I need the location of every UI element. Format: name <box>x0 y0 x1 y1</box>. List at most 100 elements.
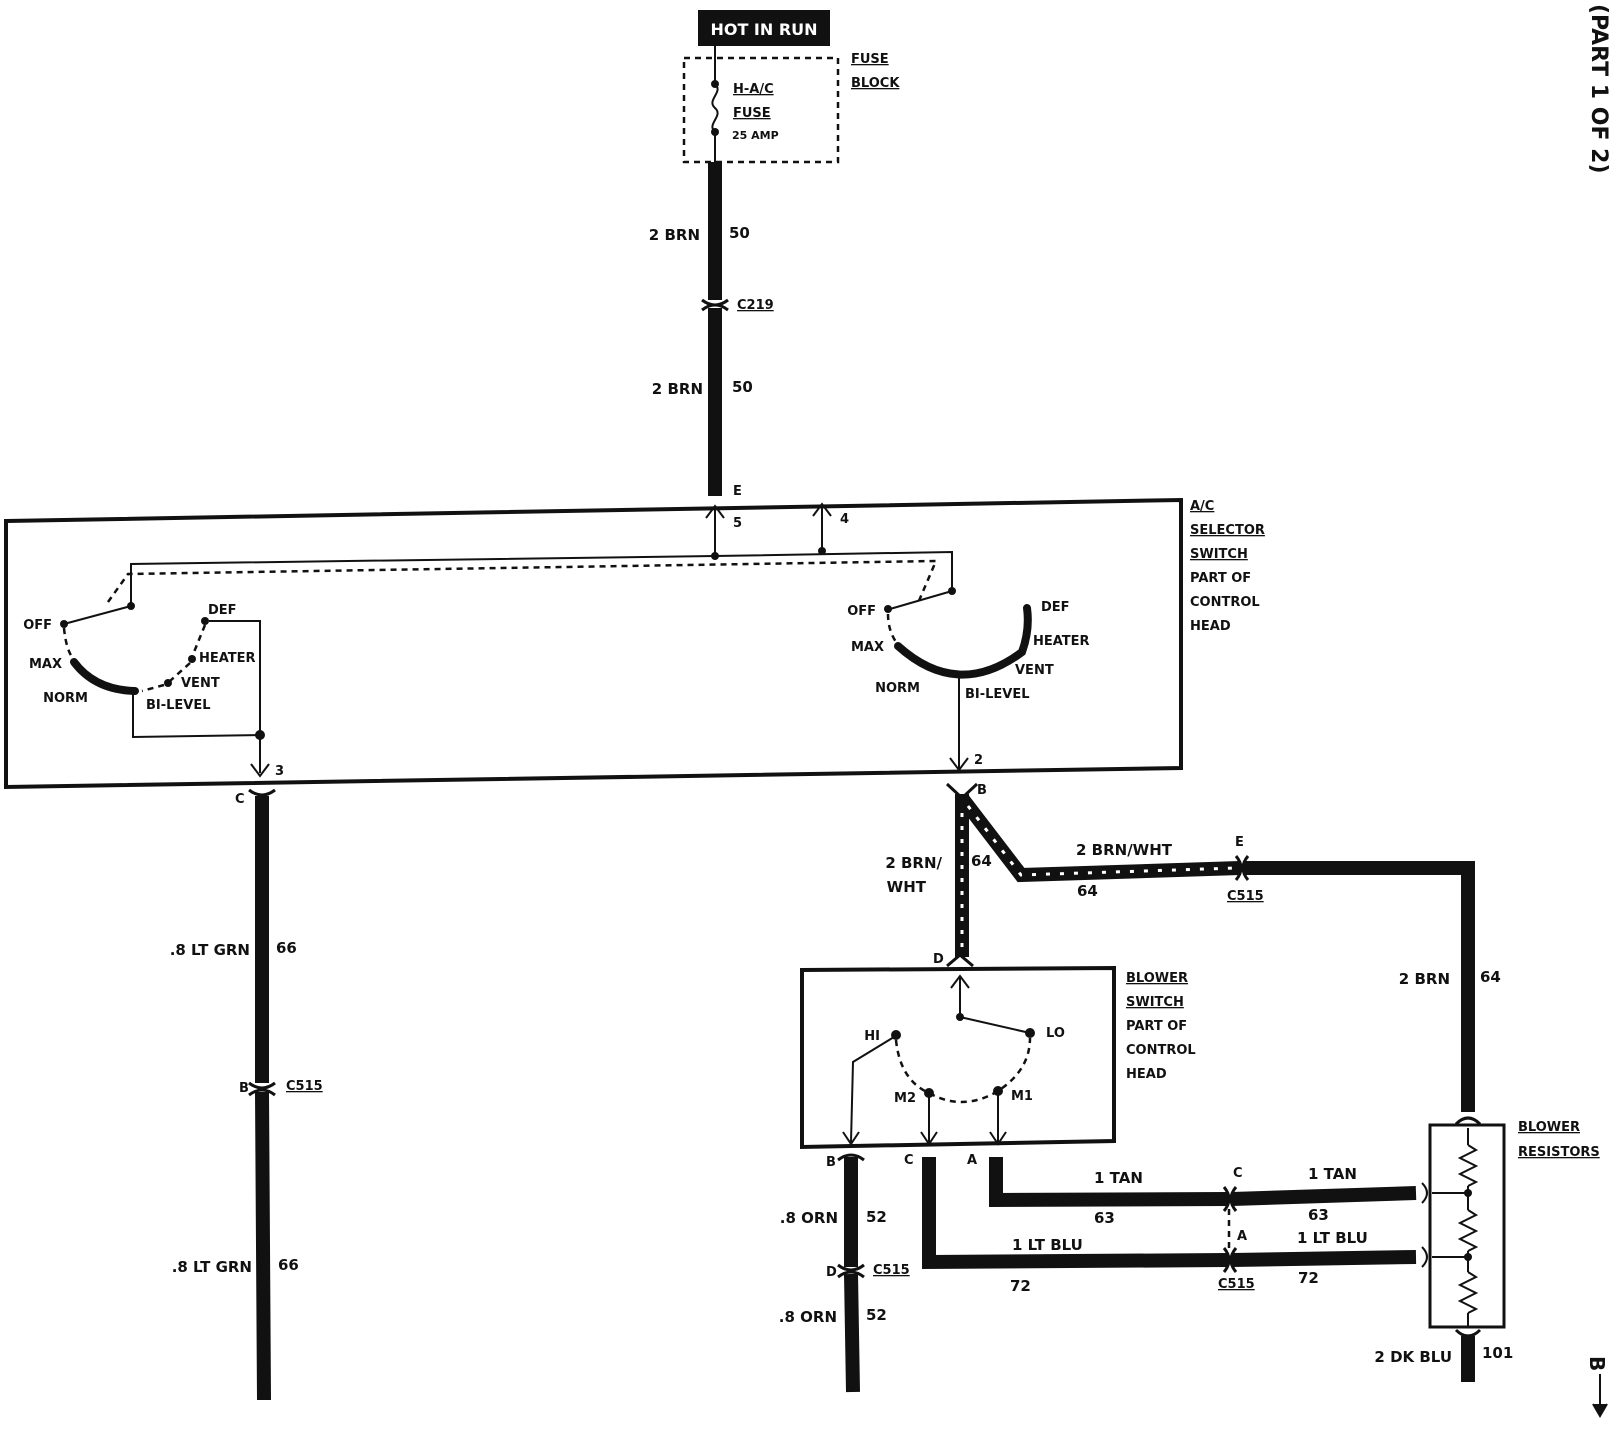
e-c515-terminal: E <box>1235 835 1244 850</box>
orn-top-connector <box>837 1153 865 1162</box>
blower-lo-label: LO <box>1046 1026 1065 1041</box>
internal-bus <box>130 550 953 605</box>
right-selector-arc <box>894 604 1032 679</box>
c219-connector-bottom <box>701 303 729 312</box>
left-heater-contact <box>188 655 196 663</box>
right-vent-label: VENT <box>1015 663 1054 678</box>
feed-upper-circuit: 50 <box>729 224 750 242</box>
left-bilevel-label: BI-LEVEL <box>146 698 211 713</box>
selector-title-2: SELECTOR <box>1190 523 1265 538</box>
orn-upper-circuit: 52 <box>866 1208 887 1226</box>
blower-lo-contact <box>1025 1028 1035 1038</box>
left-bilevel-wire <box>132 691 261 739</box>
blower-hi-wire <box>850 1036 895 1143</box>
left-upper-circuit: 66 <box>276 939 297 957</box>
right-off-contact <box>884 605 892 613</box>
orn-c515-bottom <box>837 1270 865 1279</box>
tan-c515-terminal: C <box>1233 1166 1243 1181</box>
right-off-max-dash <box>886 613 898 643</box>
left-lower-circuit: 66 <box>278 1256 299 1274</box>
left-c515-terminal: B <box>239 1081 249 1096</box>
blower-title-2: SWITCH <box>1126 995 1184 1010</box>
left-max-norm-arc <box>70 658 139 695</box>
ltblu-left-label: 1 LT BLU <box>1012 1236 1083 1254</box>
orn-wire-lower <box>844 1273 860 1393</box>
left-off-max-dash <box>62 627 76 661</box>
hot-in-run-label: HOT IN RUN <box>710 20 817 39</box>
hot-in-run-box <box>698 10 830 46</box>
tan-right-label: 1 TAN <box>1308 1165 1357 1183</box>
left-off-label: OFF <box>23 618 52 633</box>
fuse-element <box>711 83 719 133</box>
brnwht-vertical-label-2: WHT <box>887 878 927 896</box>
dkblu-label: 2 DK BLU <box>1374 1348 1452 1366</box>
feed-lower-label: 2 BRN <box>652 380 703 398</box>
continuation-label: B <box>1585 1356 1609 1371</box>
fuse-rating: 25 AMP <box>732 129 779 142</box>
orn-lower-label: .8 ORN <box>779 1308 837 1326</box>
e-c515-left <box>1234 855 1243 881</box>
resistor-ltblu-socket <box>1421 1246 1428 1268</box>
selector-switch-box <box>4 497 1183 790</box>
fuse-name-2: FUSE <box>733 106 771 121</box>
brnwht-horizontal-label: 2 BRN/WHT <box>1076 841 1173 859</box>
feed-upper-label: 2 BRN <box>649 226 700 244</box>
blower-term-b: B <box>826 1155 836 1170</box>
left-vent-bilevel-dash <box>141 683 165 693</box>
pin-4-junction <box>818 547 826 555</box>
tan-c515-right <box>1229 1186 1238 1212</box>
left-def-wire <box>209 620 261 773</box>
blower-title-3: PART OF <box>1126 1019 1187 1034</box>
pin-3-arrow <box>250 763 270 778</box>
e-c515-right <box>1241 855 1250 881</box>
tan-wire-left <box>989 1157 1229 1208</box>
terminal-d-connector <box>946 953 974 968</box>
terminal-c-connector <box>248 788 276 797</box>
brnwht-horizontal-tracer <box>966 805 1237 877</box>
right-off-label: OFF <box>847 604 876 619</box>
ltblu-c515-right <box>1229 1247 1238 1273</box>
ltblu-c515-terminal: A <box>1237 1229 1247 1244</box>
left-vent-label: VENT <box>181 676 220 691</box>
selector-title-1: A/C <box>1190 499 1214 514</box>
brnwht-horizontal <box>956 793 1241 883</box>
left-off-contact <box>60 620 68 628</box>
tan-left-label: 1 TAN <box>1094 1169 1143 1187</box>
brnwht-vertical-label-1: 2 BRN/ <box>885 854 942 872</box>
feed-lower-circuit: 50 <box>732 378 753 396</box>
page-part-label: (PART 1 OF 2) <box>1586 4 1611 174</box>
blower-contact-arc <box>894 1037 1032 1104</box>
left-terminal-c: C <box>235 792 245 807</box>
left-wire-lower <box>255 1091 271 1401</box>
terminal-b-label: B <box>977 783 987 798</box>
orn-upper-label: .8 ORN <box>780 1209 838 1227</box>
orn-lower-circuit: 52 <box>866 1306 887 1324</box>
tan-right-circuit: 63 <box>1308 1206 1329 1224</box>
pin-2-label: 2 <box>974 753 983 768</box>
blower-m1-contact <box>993 1086 1003 1096</box>
left-switch-blade <box>63 605 132 625</box>
continuation-arrow-icon <box>1592 1403 1608 1418</box>
ltblu-c515-label: C515 <box>1218 1277 1255 1292</box>
tan-c515-left <box>1222 1186 1231 1212</box>
orn-c515-label: C515 <box>873 1263 910 1278</box>
left-c515-top <box>248 1081 276 1090</box>
resistor-title-2: RESISTORS <box>1518 1145 1600 1160</box>
blower-hi-label: HI <box>864 1029 880 1044</box>
resistor-feed-wire <box>1244 861 1475 1112</box>
blower-switch-box <box>800 965 1116 1150</box>
right-heater-label: HEATER <box>1033 634 1090 649</box>
fuse-block-label-1: FUSE <box>851 52 889 67</box>
left-max-label: MAX <box>29 657 62 672</box>
left-c515-bottom <box>248 1088 276 1097</box>
fuse-name-1: H-A/C <box>733 82 774 97</box>
selector-title-6: HEAD <box>1190 619 1231 634</box>
blower-title-1: BLOWER <box>1126 971 1188 986</box>
dkblu-circuit: 101 <box>1482 1344 1513 1362</box>
right-max-label: MAX <box>851 640 884 655</box>
left-def-contact <box>201 617 209 625</box>
left-heater-label: HEATER <box>199 651 256 666</box>
blower-term-a: A <box>967 1153 977 1168</box>
c219-label: C219 <box>737 298 774 313</box>
